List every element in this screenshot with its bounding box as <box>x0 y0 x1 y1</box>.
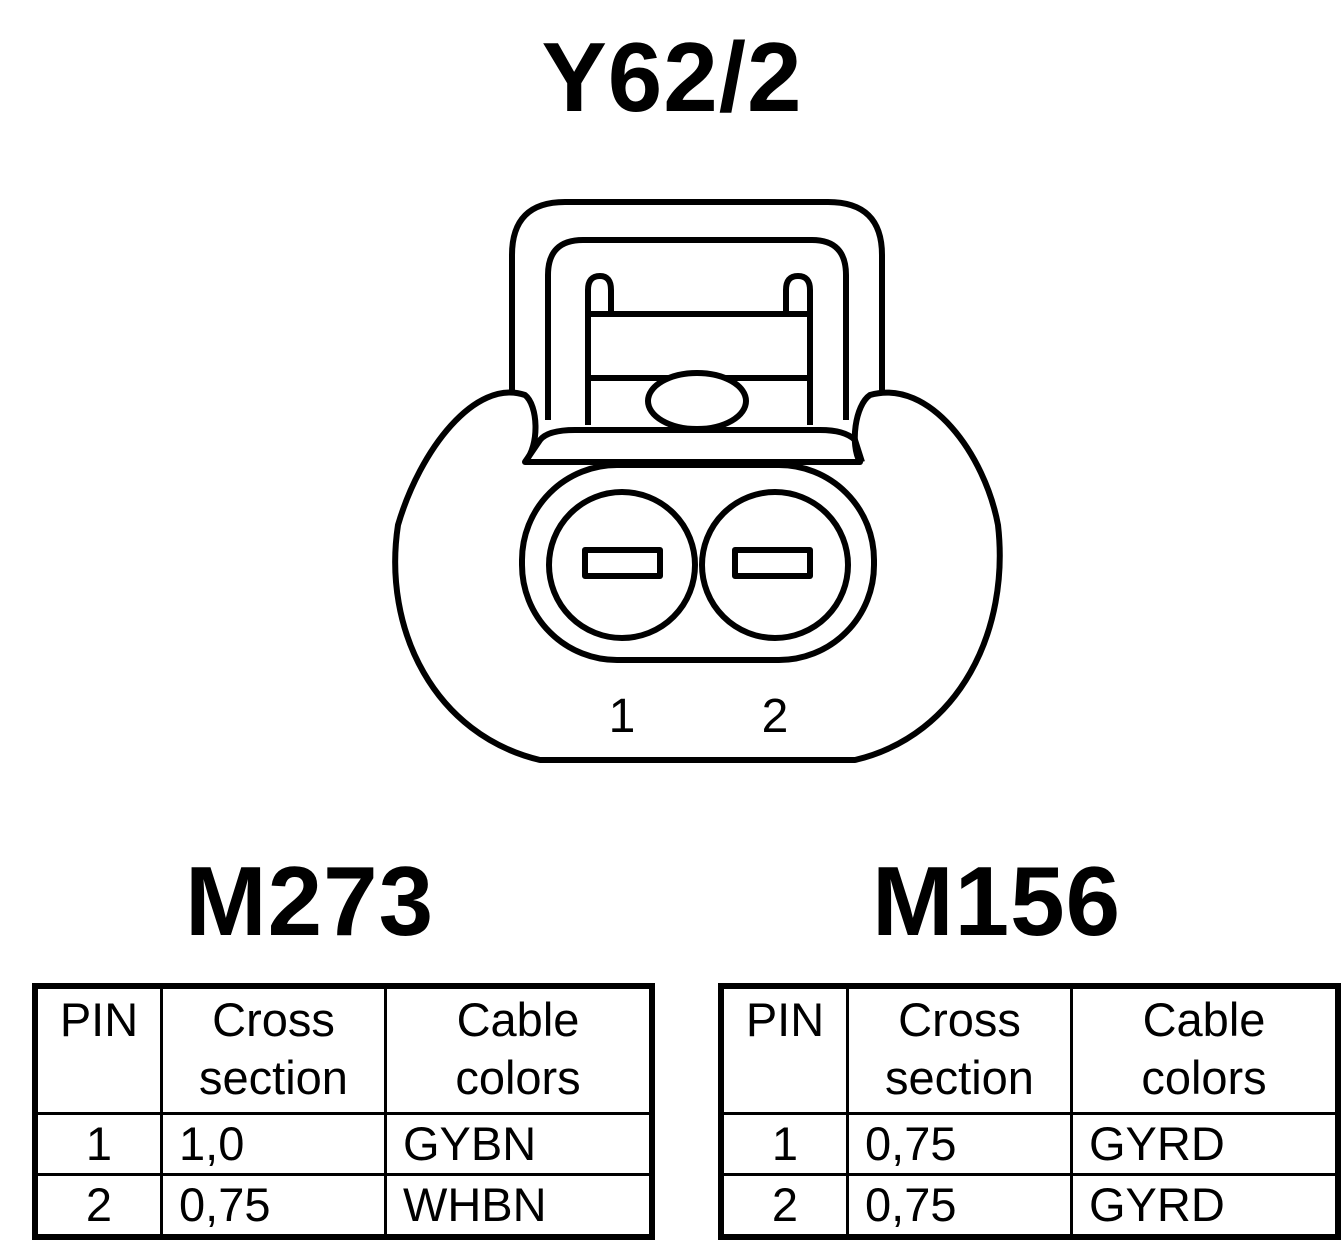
table-row: 2 0,75 GYRD <box>719 1173 1340 1239</box>
pin-terminal-1 <box>582 547 663 579</box>
cell-pin: 1 <box>719 1112 849 1176</box>
cell-pin: 1 <box>33 1112 163 1176</box>
cell-cross-section: 0,75 <box>160 1173 387 1239</box>
header-pin: PIN <box>719 984 849 1115</box>
cell-pin: 2 <box>719 1173 849 1239</box>
cell-cross-section: 0,75 <box>846 1173 1073 1239</box>
header-pin: PIN <box>33 984 163 1115</box>
pin-terminal-2 <box>732 547 813 579</box>
table-row: 1 0,75 GYRD <box>719 1112 1340 1176</box>
table-row: 2 0,75 WHBN <box>33 1173 654 1239</box>
m273-title: M273 <box>185 846 435 956</box>
pin-label-1: 1 <box>609 690 636 743</box>
connector-drawing: 1 2 <box>392 199 1003 763</box>
m156-title: M156 <box>872 846 1122 956</box>
cell-cross-section: 0,75 <box>846 1112 1073 1176</box>
pin-label-2: 2 <box>762 690 789 743</box>
cell-cable-color: GYRD <box>1070 1112 1340 1176</box>
cell-pin: 2 <box>33 1173 163 1239</box>
latch-knob <box>645 370 749 432</box>
housing-inner-edge <box>522 427 865 464</box>
cell-cross-section: 1,0 <box>160 1112 387 1176</box>
cell-cable-color: GYBN <box>384 1112 654 1176</box>
connector-title: Y62/2 <box>541 22 803 132</box>
table-row: 1 1,0 GYBN <box>33 1112 654 1176</box>
cell-cable-color: WHBN <box>384 1173 654 1239</box>
cell-cable-color: GYRD <box>1070 1173 1340 1239</box>
